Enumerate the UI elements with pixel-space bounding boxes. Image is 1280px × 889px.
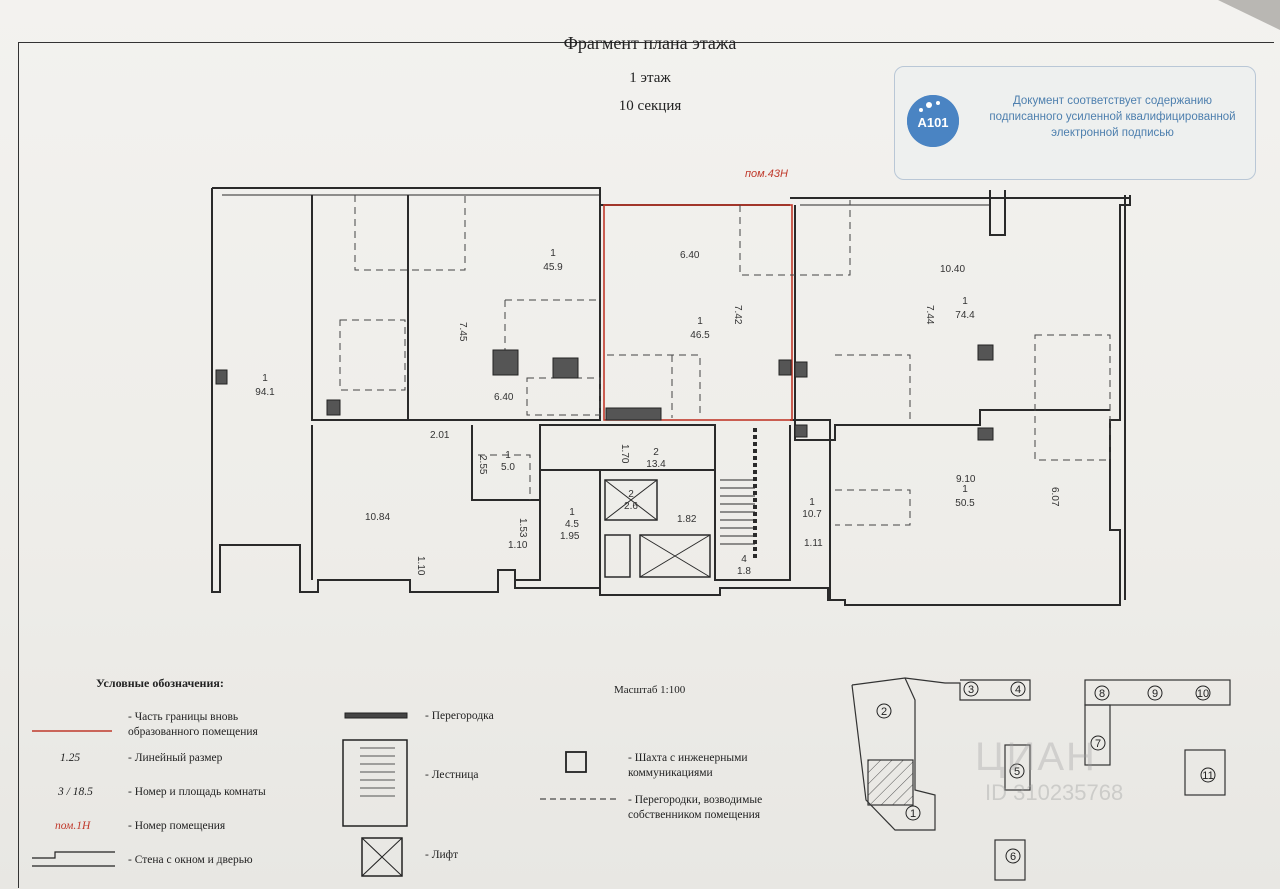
svg-text:74.4: 74.4 — [955, 310, 975, 321]
svg-text:4.5: 4.5 — [565, 519, 579, 530]
svg-text:7: 7 — [1095, 738, 1101, 750]
svg-text:6.40: 6.40 — [680, 250, 700, 261]
legend-owner-partitions: - Перегородки, возводимые собственником … — [628, 794, 763, 821]
svg-text:10: 10 — [1197, 688, 1209, 700]
svg-text:7.45: 7.45 — [457, 322, 468, 342]
legend-unit-symbol: пом.1Н — [55, 820, 91, 832]
svg-text:1.10: 1.10 — [508, 540, 528, 551]
legend-elevator: - Лифт — [425, 849, 459, 861]
legend-shaft: - Шахта с инженерными коммуникациями — [628, 752, 748, 779]
scale-label: Масштаб 1:100 — [614, 684, 686, 696]
svg-text:1.70: 1.70 — [619, 444, 630, 464]
svg-text:2.01: 2.01 — [430, 430, 450, 441]
svg-text:1: 1 — [505, 450, 511, 461]
legend-wall: - Стена с окном и дверью — [128, 854, 253, 866]
svg-text:1: 1 — [962, 484, 968, 495]
legend-dimension: - Линейный размер — [128, 752, 223, 764]
svg-text:2: 2 — [628, 489, 634, 500]
unit-number-label: пом.43Н — [745, 168, 788, 180]
svg-text:10.40: 10.40 — [940, 264, 965, 275]
svg-text:1.82: 1.82 — [677, 514, 697, 525]
section-label: 10 секция — [618, 98, 682, 114]
svg-text:94.1: 94.1 — [255, 387, 275, 398]
watermark-id: ID 310235768 — [985, 780, 1124, 805]
svg-text:7.42: 7.42 — [732, 305, 743, 325]
svg-text:6.07: 6.07 — [1049, 487, 1060, 507]
svg-text:46.5: 46.5 — [690, 330, 710, 341]
unit-boundary — [603, 204, 793, 421]
svg-text:1.8: 1.8 — [737, 566, 751, 577]
legend-room-symbol: 3 / 18.5 — [58, 786, 93, 798]
legend-stairs: - Лестница — [425, 769, 479, 781]
page-title: Фрагмент плана этажа — [563, 33, 737, 53]
svg-text:45.9: 45.9 — [543, 262, 563, 273]
svg-text:1: 1 — [697, 316, 703, 327]
svg-text:1.10: 1.10 — [415, 556, 426, 576]
svg-text:9: 9 — [1152, 688, 1158, 700]
svg-text:1.53: 1.53 — [517, 518, 528, 538]
svg-text:4: 4 — [1015, 684, 1021, 696]
svg-text:7.44: 7.44 — [924, 305, 935, 325]
drawing-frame — [18, 42, 1274, 888]
svg-text:1: 1 — [809, 497, 815, 508]
svg-text:1: 1 — [550, 248, 556, 259]
a101-logo: A101 — [907, 95, 959, 147]
watermark: ЦИАН — [975, 735, 1097, 779]
legend-dimension-symbol: 1.25 — [60, 752, 81, 764]
svg-text:1: 1 — [569, 507, 575, 518]
svg-text:1: 1 — [262, 373, 268, 384]
svg-text:13.4: 13.4 — [646, 459, 666, 470]
legend-boundary: - Часть границы вновь образованного поме… — [128, 711, 258, 738]
svg-text:6.40: 6.40 — [494, 392, 514, 403]
svg-text:1: 1 — [962, 296, 968, 307]
legend-partition: - Перегородка — [425, 710, 494, 722]
svg-text:A101: A101 — [917, 115, 948, 130]
legend-title: Условные обозначения: — [96, 676, 224, 690]
svg-text:2.6: 2.6 — [624, 501, 638, 512]
svg-text:3: 3 — [968, 684, 974, 696]
svg-text:2: 2 — [653, 447, 659, 458]
stamp-text: Документ соответствует содержанию подпис… — [989, 95, 1236, 139]
floor-label: 1 этаж — [629, 70, 671, 86]
svg-text:1: 1 — [910, 808, 916, 820]
svg-text:1.11: 1.11 — [804, 538, 823, 549]
legend-unit: - Номер помещения — [128, 820, 226, 832]
svg-text:10.7: 10.7 — [802, 509, 822, 520]
svg-text:11: 11 — [1202, 770, 1213, 782]
svg-text:2: 2 — [881, 706, 887, 718]
svg-text:2.55: 2.55 — [477, 455, 488, 475]
signature-stamp: A101 Документ соответствует содержанию п… — [894, 66, 1256, 180]
svg-text:10.84: 10.84 — [365, 512, 390, 523]
svg-text:6: 6 — [1010, 851, 1016, 863]
svg-text:1.95: 1.95 — [560, 531, 580, 542]
svg-text:5: 5 — [1014, 766, 1020, 778]
legend-room: - Номер и площадь комнаты — [128, 786, 266, 798]
svg-text:4: 4 — [741, 554, 747, 565]
svg-text:5.0: 5.0 — [501, 462, 515, 473]
svg-text:8: 8 — [1099, 688, 1105, 700]
svg-text:50.5: 50.5 — [955, 498, 975, 509]
svg-text:9.10: 9.10 — [956, 474, 976, 485]
